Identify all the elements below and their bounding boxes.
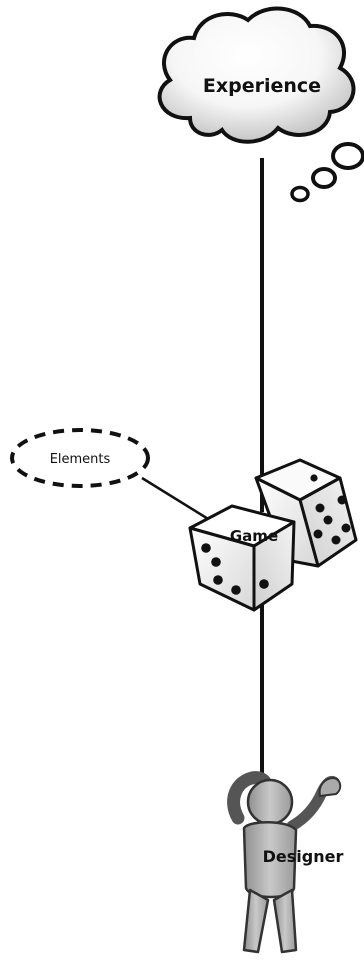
elements-node: Elements	[12, 430, 148, 486]
connector-lines	[142, 158, 262, 790]
experience-label: Experience	[203, 75, 321, 97]
elements-label: Elements	[50, 452, 111, 467]
person-icon: Designer	[234, 778, 344, 952]
game-label: Game	[230, 527, 278, 545]
dice-icon: Game	[190, 460, 356, 610]
front-die	[190, 506, 294, 610]
designer-label: Designer	[263, 847, 344, 866]
